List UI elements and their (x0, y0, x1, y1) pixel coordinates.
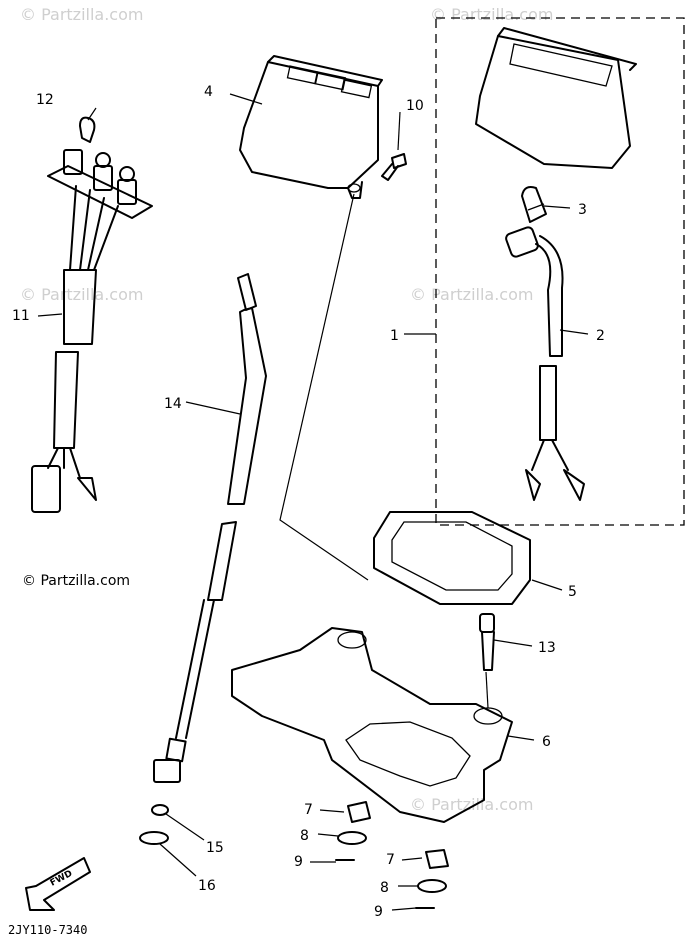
callout-1: 1 (390, 328, 399, 344)
callout-2: 2 (596, 328, 605, 344)
callout-6: 6 (542, 734, 551, 750)
callout-8-right: 8 (380, 880, 389, 896)
meter-bracket[interactable] (231, 627, 513, 823)
bulb-small[interactable] (79, 116, 96, 143)
callout-16: 16 (198, 878, 216, 894)
watermark-mid-left: © Partzilla.com (20, 285, 143, 304)
callout-11: 11 (12, 308, 30, 324)
callout-5: 5 (568, 584, 577, 600)
socket-lead-wire[interactable] (505, 226, 585, 501)
bulb[interactable] (521, 186, 547, 223)
watermark-top-right: © Partzilla.com (430, 5, 553, 24)
callout-9-left: 9 (294, 854, 303, 870)
bolt[interactable] (479, 613, 495, 671)
callout-4: 4 (204, 84, 213, 100)
callout-3: 3 (578, 202, 587, 218)
callout-7-left: 7 (304, 802, 313, 818)
speedometer-cable[interactable] (153, 273, 267, 783)
indicator-harness[interactable] (31, 149, 153, 513)
callout-13: 13 (538, 640, 556, 656)
callout-12: 12 (36, 92, 54, 108)
callout-8-left: 8 (300, 828, 309, 844)
callouts: 4 10 12 11 14 3 2 1 5 13 6 7 8 9 7 8 9 1… (12, 84, 605, 920)
washer-part-15[interactable] (151, 804, 169, 816)
screw[interactable] (381, 153, 407, 181)
watermark-bottom-right: © Partzilla.com (410, 795, 533, 814)
callout-7-right: 7 (386, 852, 395, 868)
o-ring-part-16[interactable] (139, 831, 169, 845)
watermark-caption: © Partzilla.com (22, 573, 130, 589)
callout-9-right: 9 (374, 904, 383, 920)
callout-14: 14 (164, 396, 182, 412)
grommet-set-left[interactable] (335, 801, 371, 861)
meter-assembly[interactable] (475, 27, 637, 169)
leader-lines (37, 93, 589, 911)
watermark-mid-right: © Partzilla.com (410, 285, 533, 304)
watermarks: © Partzilla.com © Partzilla.com © Partzi… (20, 5, 553, 814)
callout-10: 10 (406, 98, 424, 114)
assembly-box-outline (435, 17, 685, 526)
fwd-arrow: FWD (25, 857, 91, 911)
speedometer-body[interactable] (239, 55, 383, 199)
cushion[interactable] (373, 511, 531, 605)
watermark-top-left: © Partzilla.com (20, 5, 143, 24)
callout-15: 15 (206, 840, 224, 856)
figure-code: 2JY110-7340 (8, 923, 87, 937)
